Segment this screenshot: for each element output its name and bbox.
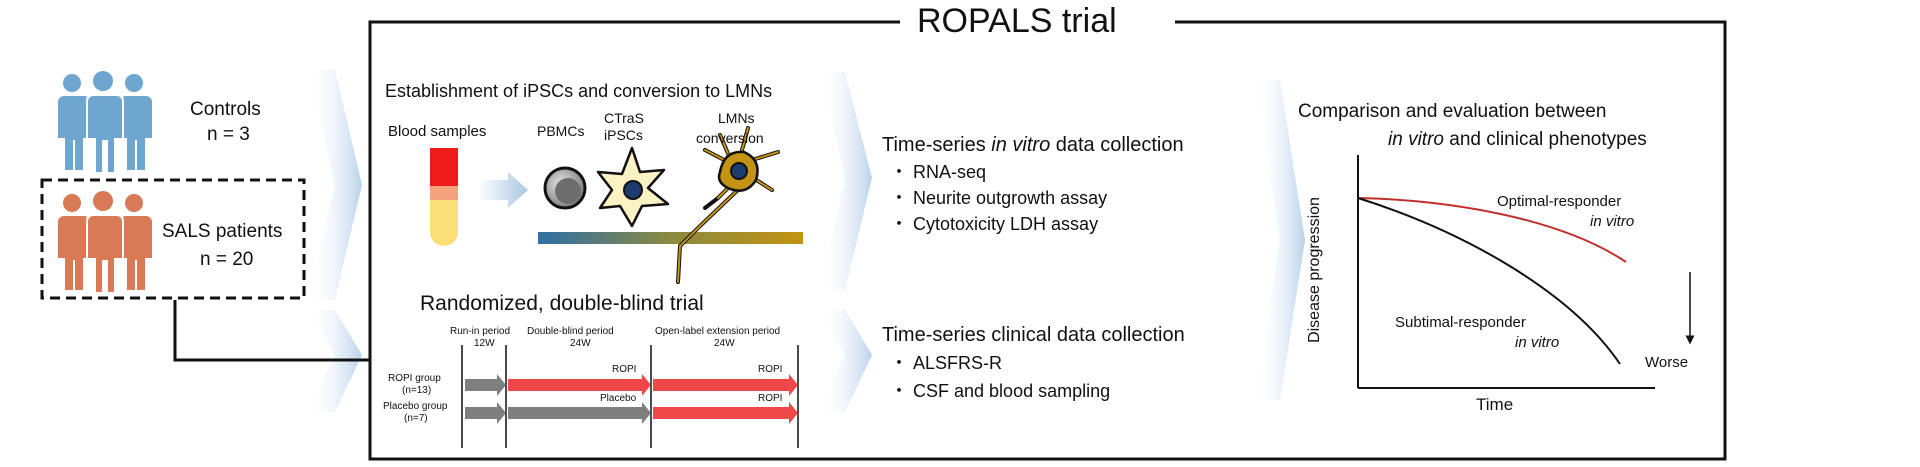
worse-label: Worse [1645, 354, 1689, 371]
pbmc-cell-icon [543, 166, 587, 210]
pbmcs-label: PBMCs [537, 123, 585, 139]
person-icon [120, 74, 152, 170]
comparison-heading-1: Comparison and evaluation between [1298, 101, 1607, 122]
invitro-item: ・ Cytotoxicity LDH assay [890, 214, 1099, 234]
optimal-label-2: in vitro [1590, 213, 1635, 230]
group-placebo-n: (n=7) [404, 413, 428, 424]
plot-y-label: Disease progression [1305, 197, 1323, 343]
arm-label-ropi-ol: ROPI [758, 364, 783, 375]
small-process-arrow [478, 172, 528, 208]
group-ropi-n: (n=13) [402, 385, 432, 396]
patients-connector [173, 300, 370, 362]
period-doubleblind-name: Double-blind period [527, 326, 614, 337]
ropi-openlabel-arrow [653, 374, 798, 396]
optimal-label-1: Optimal-responder [1497, 193, 1622, 210]
invitro-item: ・ Neurite outgrowth assay [890, 188, 1108, 208]
plot-x-label: Time [1476, 395, 1514, 414]
ropi-doubleblind-arrow [508, 374, 651, 396]
trial-timeline [461, 345, 799, 448]
person-icon [86, 191, 124, 294]
person-icon [120, 194, 152, 290]
sals-people [58, 191, 152, 294]
neuron-icon [676, 126, 780, 284]
chevron-arrow-1 [308, 70, 362, 300]
period-runin-name: Run-in period [450, 326, 511, 337]
arm-label-ropi-db: ROPI [612, 364, 637, 375]
subtimal-label-2: in vitro [1515, 334, 1560, 351]
lmns-label-2: conversion [696, 130, 764, 146]
person-icon [58, 194, 90, 290]
invitro-heading-c: data collection [1050, 134, 1184, 156]
controls-people [58, 71, 152, 174]
group-placebo-name: Placebo group [383, 401, 448, 412]
placebo-openlabel-arrow [653, 402, 798, 424]
invitro-heading: Time-series in vitro data collection [882, 135, 1184, 155]
placebo-runin-arrow [465, 402, 506, 424]
controls-n: n = 3 [207, 124, 250, 145]
sals-label: SALS patients [162, 221, 283, 242]
chevron-arrow-3 [820, 72, 872, 290]
optimal-responder-curve [1357, 197, 1627, 263]
ropi-runin-arrow [465, 374, 506, 396]
period-runin-duration: 12W [474, 338, 495, 349]
establishment-heading: Establishment of iPSCs and conversion to… [385, 81, 773, 101]
group-ropi-name: ROPI group [388, 373, 441, 384]
ipsc-cell-icon [596, 146, 670, 228]
clinical-item: ・ ALSFRS-R [890, 353, 1003, 373]
controls-label: Controls [190, 99, 261, 120]
subtimal-label-1: Subtimal-responder [1395, 314, 1526, 331]
blood-tube-icon [430, 148, 458, 246]
person-icon [86, 71, 124, 174]
chevron-arrow-4 [820, 310, 872, 412]
period-doubleblind-duration: 24W [570, 338, 591, 349]
invitro-heading-a: Time-series [882, 134, 992, 156]
placebo-doubleblind-arrow [508, 402, 651, 424]
clinical-heading: Time-series clinical data collection [882, 324, 1185, 346]
conversion-gradient-bar [538, 232, 803, 244]
trial-heading: Randomized, double-blind trial [420, 292, 704, 315]
lmns-label-1: LMNs [718, 110, 755, 126]
ctras-label-1: CTraS [604, 110, 644, 126]
clinical-item: ・ CSF and blood sampling [890, 381, 1111, 401]
chevron-arrow-5 [1255, 80, 1305, 400]
sals-dashed-box [40, 178, 306, 300]
period-openlabel-name: Open-label extension period [655, 326, 781, 337]
arm-label-placebo-db: Placebo [600, 393, 637, 404]
person-icon [58, 74, 90, 170]
comparison-heading-2: in vitro and clinical phenotypes [1388, 129, 1647, 150]
comparison-plot [1357, 155, 1695, 389]
period-openlabel-duration: 24W [714, 338, 735, 349]
invitro-heading-b: in vitro [991, 134, 1051, 156]
arm-label-placebo-ol: ROPI [758, 393, 783, 404]
sals-n: n = 20 [200, 249, 254, 270]
blood-samples-label: Blood samples [388, 123, 487, 140]
invitro-item: ・ RNA-seq [890, 162, 987, 182]
ctras-label-2: iPSCs [604, 127, 643, 143]
page-title: ROPALS trial [917, 2, 1117, 40]
subtimal-responder-curve [1357, 197, 1621, 365]
